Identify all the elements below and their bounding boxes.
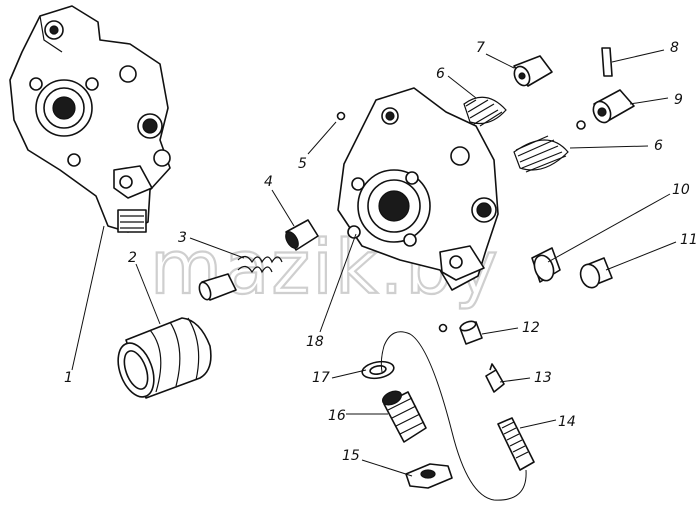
ball-5 xyxy=(336,111,346,121)
leader-lines xyxy=(71,49,677,477)
callout-15: 15 xyxy=(342,448,360,464)
assembly-loop-line xyxy=(380,331,527,501)
pump-housing-left xyxy=(9,5,171,233)
callout-8: 8 xyxy=(670,40,679,56)
callout-14: 14 xyxy=(558,414,576,430)
cylinder-sleeve xyxy=(117,317,212,399)
spring-small-left xyxy=(237,255,283,274)
callout-6a: 6 xyxy=(436,66,445,82)
callout-7: 7 xyxy=(476,40,485,56)
callout-11: 11 xyxy=(680,232,698,248)
pump-housing-right xyxy=(337,87,499,291)
callout-18: 18 xyxy=(306,334,324,350)
plug-11 xyxy=(579,257,613,289)
callout-2: 2 xyxy=(128,250,137,266)
fitting-16 xyxy=(381,390,427,443)
callout-17: 17 xyxy=(312,370,330,386)
needle-valve-13 xyxy=(485,363,505,393)
hex-nut-15 xyxy=(405,463,453,489)
threaded-rod-14 xyxy=(497,417,535,471)
valve-piston xyxy=(285,219,319,251)
cap-7 xyxy=(513,55,553,87)
callout-1: 1 xyxy=(64,370,73,386)
callout-12: 12 xyxy=(522,320,540,336)
ball-near-12 xyxy=(438,323,448,333)
washer-17 xyxy=(361,360,395,380)
callout-3: 3 xyxy=(178,230,187,246)
spring-lower xyxy=(513,135,569,173)
callout-5: 5 xyxy=(298,156,307,172)
callout-9: 9 xyxy=(674,92,683,108)
cup-12 xyxy=(459,320,483,345)
sleeve-9 xyxy=(592,89,635,124)
ball-near-9 xyxy=(576,120,586,130)
pin-8 xyxy=(601,47,613,77)
spring-upper xyxy=(463,96,507,127)
callout-13: 13 xyxy=(534,370,552,386)
plunger-left xyxy=(198,273,237,301)
callout-6b: 6 xyxy=(654,138,663,154)
callout-labels: 1 2 3 4 5 6 6 7 8 9 10 11 12 13 14 15 16… xyxy=(64,40,698,464)
plug-10 xyxy=(531,247,561,283)
callout-4: 4 xyxy=(264,174,273,190)
callout-10: 10 xyxy=(672,182,690,198)
callout-16: 16 xyxy=(328,408,346,424)
